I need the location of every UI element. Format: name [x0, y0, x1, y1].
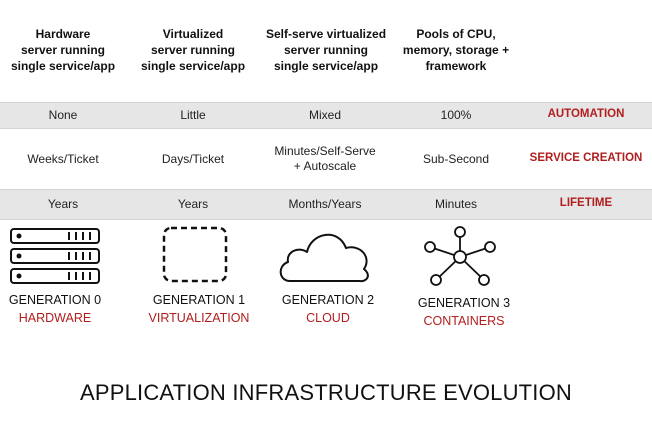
network-hub-icon	[424, 226, 496, 286]
cell-service-gen2: Minutes/Self-Serve + Autoscale	[274, 144, 376, 173]
server-rack-icon	[10, 228, 100, 284]
cell-automation-gen3: 100%	[440, 108, 472, 122]
cell-service-gen3: Sub-Second	[422, 152, 490, 166]
header-line: server running	[20, 43, 106, 57]
header-line: memory, storage +	[402, 43, 510, 57]
cell-lifetime-gen1: Years	[177, 197, 209, 211]
page-title: APPLICATION INFRASTRUCTURE EVOLUTION	[79, 380, 573, 405]
generation-2-name: CLOUD	[306, 311, 350, 325]
header-line: Hardware	[35, 27, 91, 41]
column-header-gen3: Pools of CPU, memory, storage + framewor…	[391, 26, 521, 74]
header-line: single service/app	[10, 59, 116, 73]
generation-2-label: GENERATION 2	[281, 293, 375, 307]
generation-0-name: HARDWARE	[18, 311, 92, 325]
column-header-gen2: Self-serve virtualized server running si…	[260, 26, 392, 74]
generation-3-name: CONTAINERS	[423, 314, 505, 328]
header-line: single service/app	[140, 59, 246, 73]
header-line: server running	[283, 43, 369, 57]
row-automation	[0, 102, 652, 129]
header-line: framework	[425, 59, 487, 73]
cell-automation-gen0: None	[48, 108, 78, 122]
generation-1-name: VIRTUALIZATION	[148, 311, 250, 325]
column-header-gen0: Hardware server running single service/a…	[0, 26, 128, 74]
cell-automation-gen1: Little	[180, 108, 206, 122]
cloud-icon	[279, 233, 369, 283]
cell-service-gen0: Weeks/Ticket	[27, 152, 99, 166]
header-line: Pools of CPU,	[416, 27, 496, 41]
row-label-lifetime: LIFETIME	[559, 197, 613, 209]
cell-automation-gen2: Mixed	[308, 108, 341, 122]
dashed-box-icon	[162, 226, 228, 283]
header-line: Virtualized	[162, 27, 224, 41]
row-label-service-creation: SERVICE CREATION	[529, 152, 643, 164]
column-header-gen1: Virtualized server running single servic…	[128, 26, 258, 74]
header-line: single service/app	[273, 59, 379, 73]
header-line: Self-serve virtualized	[265, 27, 387, 41]
header-line: server running	[150, 43, 236, 57]
generation-3-label: GENERATION 3	[417, 296, 511, 310]
generation-0-label: GENERATION 0	[8, 293, 102, 307]
cell-lifetime-gen3: Minutes	[434, 197, 478, 211]
row-lifetime	[0, 189, 652, 220]
cell-lifetime-gen2: Months/Years	[288, 197, 362, 211]
row-label-automation: AUTOMATION	[547, 108, 625, 120]
cell-service-gen1: Days/Ticket	[161, 152, 225, 166]
cell-lifetime-gen0: Years	[47, 197, 79, 211]
generation-1-label: GENERATION 1	[152, 293, 246, 307]
